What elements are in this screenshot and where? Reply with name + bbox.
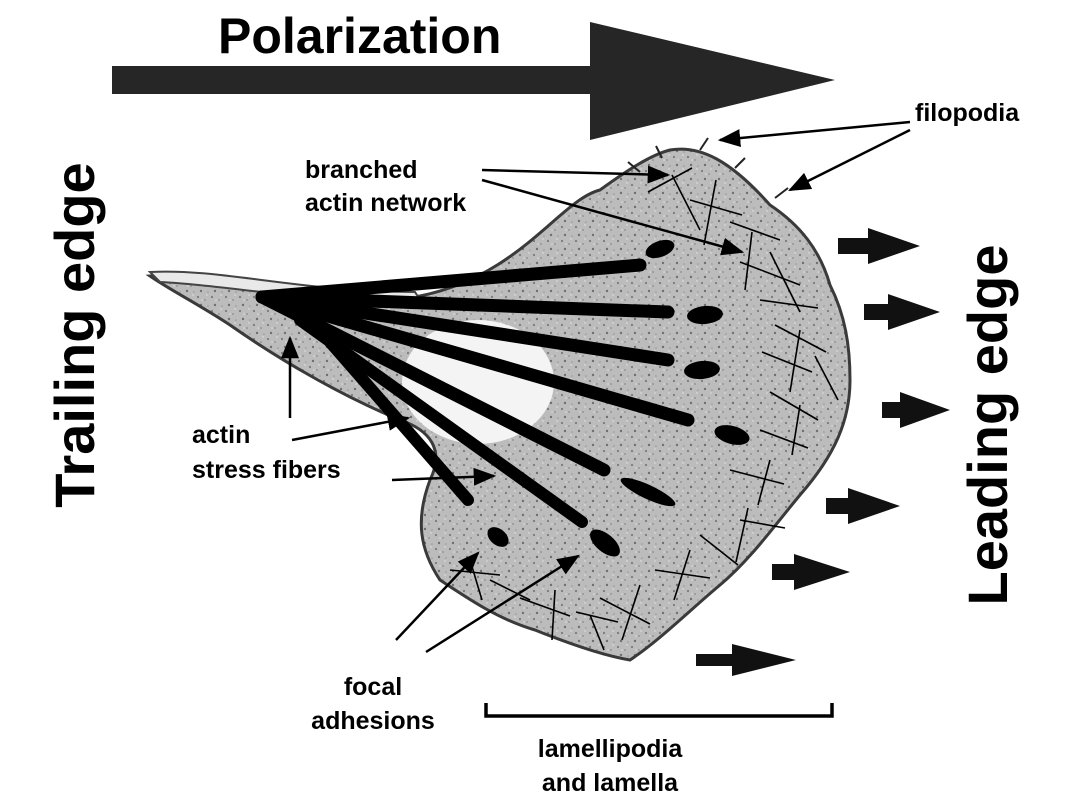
- lamellipodia-label-line1: lamellipodia: [510, 734, 710, 764]
- leading-edge-label: Leading edge: [958, 245, 1018, 606]
- stress-fibers-label-line1: actin: [192, 420, 250, 450]
- focal-adhesions-label-line2: adhesions: [303, 706, 443, 736]
- branched-actin-label-line1: branched: [305, 155, 418, 185]
- polarization-title: Polarization: [218, 8, 501, 64]
- trailing-edge-label: Trailing edge: [45, 162, 105, 507]
- branched-actin-label-line2: actin network: [305, 188, 466, 218]
- lamellipodia-label-line2: and lamella: [510, 768, 710, 798]
- lamellipodia-bracket: [486, 703, 832, 716]
- stress-fibers-label-line2: stress fibers: [192, 455, 341, 485]
- filopodia-label: filopodia: [915, 98, 1019, 128]
- focal-adhesions-label-line1: focal: [318, 672, 428, 702]
